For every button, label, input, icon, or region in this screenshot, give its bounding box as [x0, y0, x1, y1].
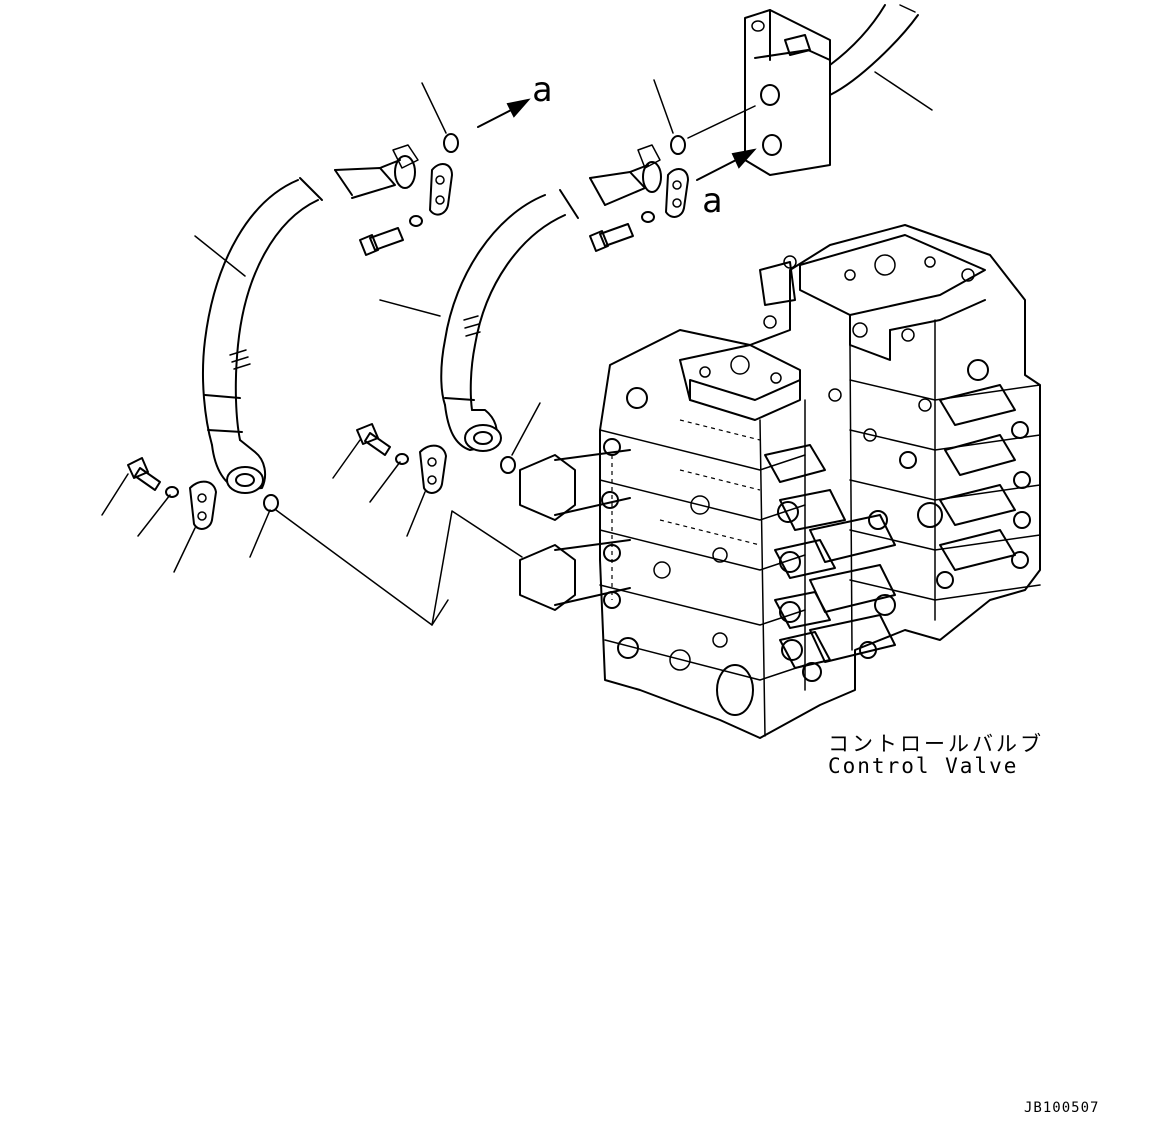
direction-arrow-2 [696, 148, 757, 181]
leader-lines [101, 71, 933, 626]
drawing-code: JB100507 [1024, 1100, 1100, 1116]
arrow-ref-label-1: a [532, 70, 553, 110]
part-name-japanese: コントロールバルブ [828, 732, 1044, 756]
part-name-english: Control Valve [828, 754, 1019, 778]
control-valve [519, 224, 1041, 739]
direction-arrow-1 [477, 98, 531, 128]
hose-left [201, 144, 419, 494]
upper-fasteners-right [589, 135, 689, 252]
lower-fasteners-right [356, 423, 516, 494]
arrow-ref-label-2: a [702, 181, 723, 221]
lower-fasteners-left [127, 457, 279, 530]
connector-block [744, 4, 919, 176]
hose-right [440, 144, 662, 452]
upper-fasteners-left [359, 133, 459, 256]
